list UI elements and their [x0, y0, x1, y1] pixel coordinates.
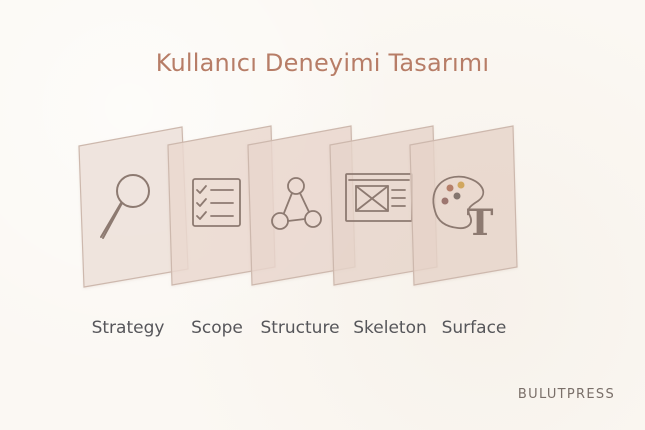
- wireframe-icon: [345, 173, 413, 222]
- layer-card-structure: [247, 125, 356, 286]
- layer-label-surface: Surface: [441, 318, 507, 338]
- layer-label-structure: Structure: [260, 318, 340, 338]
- magnifier-icon: [100, 174, 150, 239]
- page-title: Kullanıcı Deneyimi Tasarımı: [155, 49, 490, 77]
- layer-label-scope: Scope: [191, 318, 243, 338]
- layer-card-surface: T: [409, 125, 518, 286]
- layer-label-strategy: Strategy: [91, 318, 165, 338]
- palette-icon: [432, 175, 485, 230]
- brand-mark: BULUTPRESS: [517, 387, 615, 402]
- layer-label-skeleton: Skeleton: [353, 318, 427, 338]
- network-icon: [271, 177, 322, 230]
- typography-glyph: T: [467, 202, 494, 244]
- checklist-icon: [192, 178, 241, 227]
